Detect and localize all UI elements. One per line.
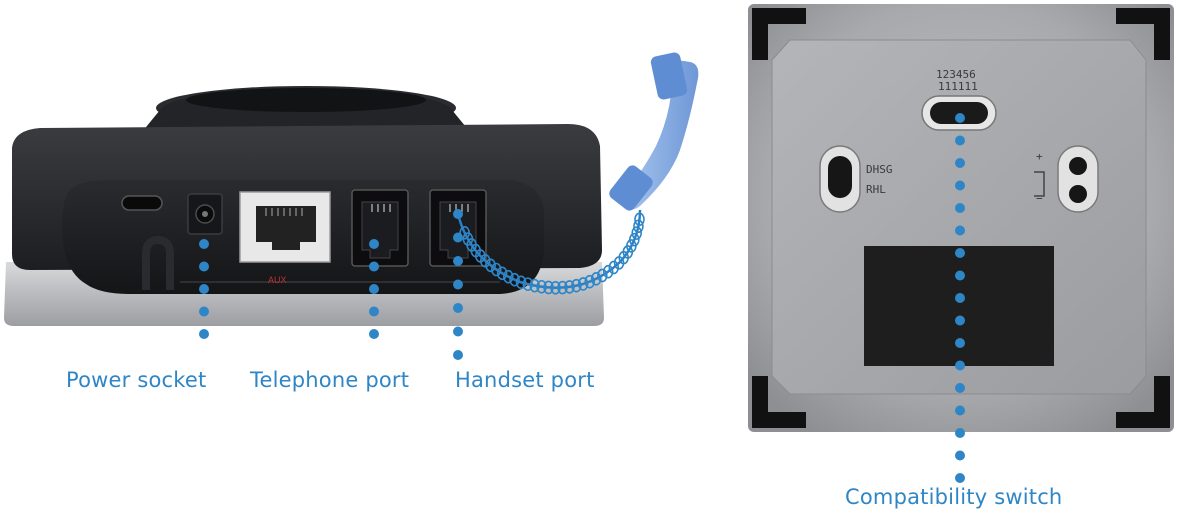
power-socket-label: Power socket bbox=[66, 368, 207, 392]
compat-leader-dot bbox=[955, 450, 965, 461]
cord-coil bbox=[608, 260, 620, 275]
handset-icon bbox=[609, 52, 699, 211]
telephone-leader-dot bbox=[369, 284, 379, 294]
compat-leader-dot bbox=[955, 338, 965, 348]
compat-leader-dot bbox=[955, 383, 965, 393]
power-leader-dot bbox=[199, 306, 209, 317]
cord-coil bbox=[490, 262, 502, 277]
handset-leader-dot bbox=[453, 303, 463, 313]
compat-leader-dot bbox=[955, 248, 965, 258]
handset-leader-dot bbox=[453, 350, 463, 360]
cord-coil bbox=[564, 280, 575, 294]
minus-marking: − bbox=[1036, 192, 1043, 205]
dip-number-marking: 123456 bbox=[936, 68, 976, 81]
usb-c-port bbox=[121, 195, 163, 211]
cord-coil bbox=[509, 272, 520, 287]
compat-leader-dot bbox=[955, 135, 965, 146]
telephone-leader-dot bbox=[369, 261, 379, 272]
dhsg-marking: DHSG bbox=[866, 163, 893, 176]
bottom-plate: 123456 111111 DHSG RHL + − bbox=[748, 4, 1174, 432]
cord-coil bbox=[550, 280, 561, 295]
handset-symbol-icon bbox=[1034, 171, 1045, 197]
power-leader-dot bbox=[199, 284, 209, 294]
power-leader-dot bbox=[199, 329, 209, 339]
cord-coil bbox=[496, 266, 508, 281]
base-station: AUX bbox=[4, 86, 604, 326]
cord-coil bbox=[522, 277, 534, 291]
cord-coil bbox=[480, 254, 491, 268]
handset-leader-dot bbox=[453, 209, 463, 219]
cord-coil bbox=[571, 278, 582, 293]
telephone-leader-dot bbox=[369, 329, 379, 339]
plus-marking: + bbox=[1036, 150, 1043, 163]
cord-coil bbox=[485, 258, 496, 273]
compat-leader-dot bbox=[955, 315, 965, 326]
handset-leader-dot bbox=[453, 279, 463, 290]
volume-switch bbox=[1057, 145, 1099, 213]
power-leader-dot bbox=[199, 261, 209, 272]
compat-leader-dot bbox=[955, 203, 965, 213]
telephone-leader-dot bbox=[369, 306, 379, 317]
cord-coil bbox=[543, 280, 554, 295]
compat-leader-dot bbox=[955, 270, 965, 281]
compat-leader-dot bbox=[955, 428, 965, 438]
handset-leader-dot bbox=[453, 256, 463, 266]
telephone-port-label: Telephone port bbox=[250, 368, 410, 392]
cord-coil bbox=[590, 272, 602, 286]
cord-coils bbox=[459, 212, 645, 295]
compat-leader-dot bbox=[955, 360, 965, 371]
power-leader-dot bbox=[199, 239, 209, 249]
compat-leader-dot bbox=[955, 113, 965, 123]
cord-coil bbox=[557, 280, 568, 295]
compat-leader-dot bbox=[955, 473, 965, 483]
cord-coil bbox=[536, 279, 547, 294]
cord-coil bbox=[602, 264, 614, 279]
cord-coil bbox=[597, 268, 608, 283]
cord-coil bbox=[629, 232, 640, 247]
telephone-leader-dot bbox=[369, 239, 379, 249]
product-label bbox=[864, 246, 1054, 366]
rhl-marking: RHL bbox=[866, 183, 886, 196]
cord-coil bbox=[633, 219, 644, 234]
handset-leader-dot bbox=[453, 326, 463, 337]
cord-coil bbox=[515, 275, 527, 290]
cord-coil bbox=[577, 277, 589, 291]
compat-leader-dot bbox=[955, 293, 965, 303]
cord-coil bbox=[631, 226, 643, 240]
cord-coil bbox=[634, 212, 645, 227]
svg-text:111111: 111111 bbox=[938, 80, 978, 93]
cord-coil bbox=[529, 278, 540, 293]
cord-coil bbox=[584, 274, 596, 289]
compat-leader-dot bbox=[955, 158, 965, 168]
compat-leader-dot bbox=[955, 180, 965, 191]
compat-leader-dot bbox=[955, 225, 965, 236]
aux-marking: AUX bbox=[268, 275, 287, 285]
callout-leaders bbox=[199, 113, 965, 483]
compat-leader-dot bbox=[955, 405, 965, 416]
compatibility-switch-label: Compatibility switch bbox=[845, 485, 1063, 509]
cord-coil bbox=[502, 269, 514, 284]
handset-leader-dot bbox=[453, 232, 463, 243]
handset-port-label: Handset port bbox=[455, 368, 595, 392]
